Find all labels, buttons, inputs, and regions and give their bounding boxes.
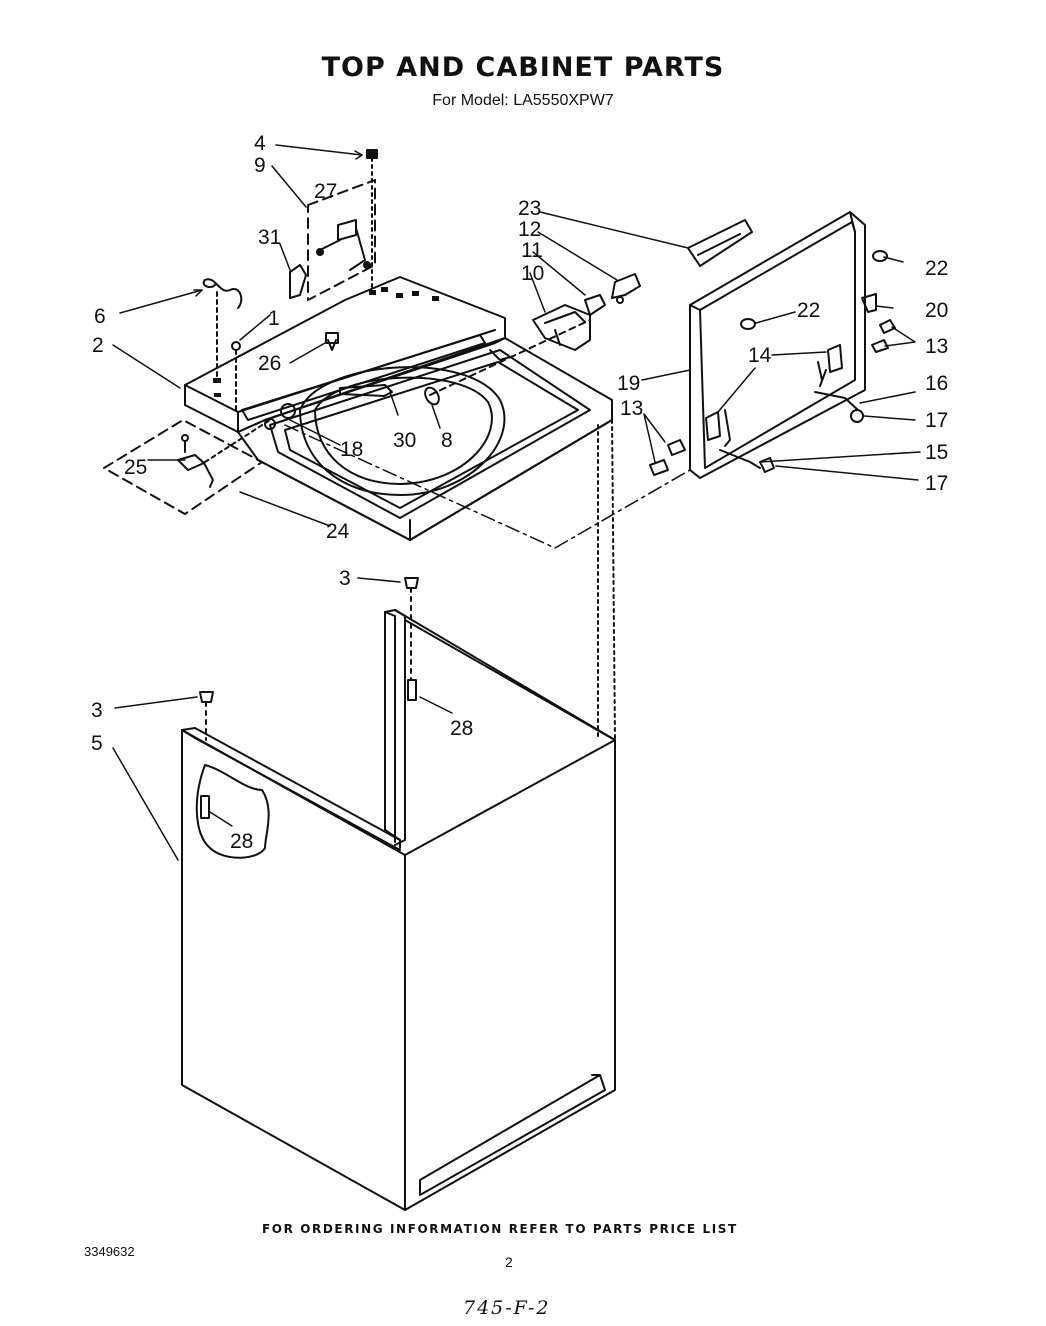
part-31-clip — [289, 264, 307, 299]
callout-28-left: 28 — [230, 830, 253, 853]
lid — [649, 211, 896, 479]
page-number: 2 — [505, 1254, 513, 1270]
console-inset-box — [307, 149, 378, 301]
callout-13-right: 13 — [925, 335, 948, 358]
part-1-26-fasteners — [231, 332, 339, 411]
callout-22-mid: 22 — [797, 299, 820, 322]
cabinet — [181, 419, 616, 1211]
callout-19: 19 — [617, 372, 640, 395]
callout-28-right: 28 — [450, 717, 473, 740]
callout-17-bottom: 17 — [925, 472, 948, 495]
callout-20: 20 — [925, 299, 948, 322]
callout-3-left: 3 — [91, 699, 103, 722]
callout-18: 18 — [340, 438, 363, 461]
model-subtitle: For Model: LA5550XPW7 — [432, 92, 614, 109]
callout-6: 6 — [94, 305, 106, 328]
callout-27: 27 — [314, 180, 337, 203]
callout-1: 1 — [268, 307, 280, 330]
callout-9: 9 — [254, 154, 266, 177]
callout-10: 10 — [521, 262, 544, 285]
handwritten-note: 745-F-2 — [463, 1297, 551, 1319]
callout-24: 24 — [326, 520, 350, 543]
callout-16: 16 — [925, 372, 948, 395]
callout-14: 14 — [748, 344, 772, 367]
part-6-harness — [202, 278, 243, 381]
callout-23: 23 — [518, 197, 541, 220]
assembly-leader-line — [284, 424, 691, 549]
callout-22-top: 22 — [925, 257, 948, 280]
switch-inset-box — [103, 419, 271, 515]
callout-30: 30 — [393, 429, 416, 452]
callout-13-left: 13 — [620, 397, 643, 420]
callout-labels: 4 9 27 31 6 1 2 26 23 12 11 10 22 20 22 … — [91, 132, 948, 853]
callout-26: 26 — [258, 352, 281, 375]
callout-12: 12 — [518, 218, 541, 241]
lid-switch-assembly — [429, 273, 641, 396]
callout-17-top: 17 — [925, 409, 948, 432]
callout-8: 8 — [441, 429, 453, 452]
parts-8-30 — [339, 384, 440, 406]
callout-11: 11 — [521, 239, 543, 262]
callout-5: 5 — [91, 732, 103, 755]
ordering-info-footer: FOR ORDERING INFORMATION REFER TO PARTS … — [262, 1222, 738, 1236]
document-number: 3349632 — [84, 1244, 135, 1259]
callout-25: 25 — [124, 456, 147, 479]
page-title: TOP AND CABINET PARTS — [321, 52, 725, 83]
callout-31: 31 — [258, 226, 281, 249]
callout-2: 2 — [92, 334, 104, 357]
callout-4: 4 — [254, 132, 266, 155]
washer-top-panel — [184, 276, 613, 541]
callout-15: 15 — [925, 441, 948, 464]
callout-3-right: 3 — [339, 567, 351, 590]
leader-lines — [112, 144, 921, 861]
